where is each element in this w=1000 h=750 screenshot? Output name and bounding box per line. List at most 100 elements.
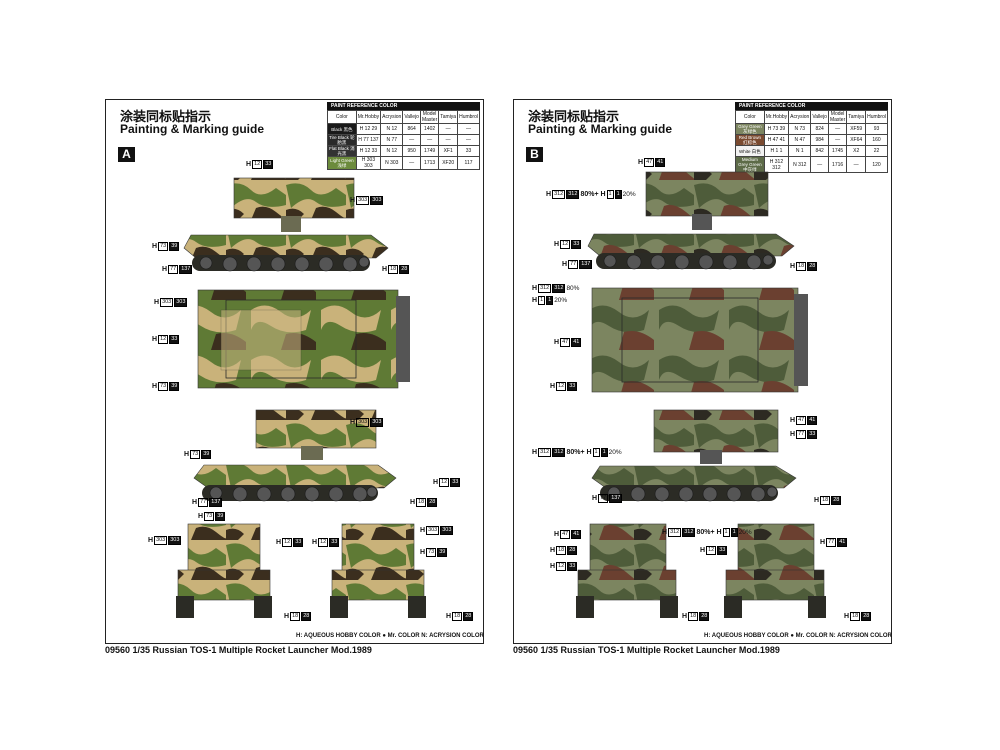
callout-part: 28 bbox=[463, 612, 474, 621]
sheet-footer-b: 09560 1/35 Russian TOS-1 Multiple Rocket… bbox=[513, 645, 780, 655]
callout-part: 41 bbox=[571, 530, 582, 539]
color-swatch-cell: Grey Green 灰绿色 bbox=[735, 123, 765, 135]
callout-part: H bbox=[420, 549, 426, 556]
callout-part: H bbox=[532, 449, 538, 456]
callout-part: 312 bbox=[552, 448, 566, 457]
acry-code: N 303 bbox=[380, 156, 404, 170]
color-name: Black 黑色 bbox=[331, 126, 353, 132]
callout-part: 12 bbox=[252, 160, 263, 169]
callout-part: 77 bbox=[598, 494, 609, 503]
scheme-badge: B bbox=[526, 147, 543, 162]
callout-part: 20% bbox=[608, 449, 622, 456]
mm-code: 1713 bbox=[419, 156, 440, 170]
callout-part: 28 bbox=[699, 612, 710, 621]
callout-part: 12 bbox=[556, 382, 567, 391]
callout-part: 80%+ H bbox=[696, 529, 722, 536]
callout-part: 312 bbox=[566, 190, 580, 199]
callout-part: 18 bbox=[556, 546, 567, 555]
callout-part: 1 bbox=[592, 448, 600, 457]
callout-part: 137 bbox=[209, 498, 223, 507]
callout-part: 77 bbox=[826, 538, 837, 547]
callout-part: 137 bbox=[179, 265, 193, 274]
callout-part: H bbox=[382, 266, 388, 273]
callout-part: 312 bbox=[668, 528, 682, 537]
paint-reference-table: Color Mr.Hobby Acrysion Vallejo Model Ma… bbox=[735, 110, 888, 173]
callout-part: 33 bbox=[263, 160, 274, 169]
mm-code: 1402 bbox=[419, 123, 440, 135]
callout-part: H bbox=[184, 451, 190, 458]
rear-view bbox=[724, 523, 826, 618]
mm-code: 1716 bbox=[827, 156, 848, 173]
callout-part: H bbox=[152, 243, 158, 250]
callout-part: 303 bbox=[440, 526, 454, 535]
callout-part: 33 bbox=[807, 430, 818, 439]
callout-part: 312 bbox=[538, 448, 552, 457]
callout-part: 77 bbox=[796, 430, 807, 439]
callout-part: H bbox=[550, 383, 556, 390]
paint-reference-table: Color Mr.Hobby Acrysion Vallejo Model Ma… bbox=[327, 110, 480, 170]
callout-part: 18 bbox=[452, 612, 463, 621]
callout-part: H bbox=[592, 495, 598, 502]
color-name: Flat Black 消光黑 bbox=[329, 146, 355, 156]
acry-code: N 77 bbox=[380, 134, 404, 146]
callout-part: 28 bbox=[807, 262, 818, 271]
callout-part: H bbox=[550, 563, 556, 570]
paint-reference-title: PAINT REFERENCE COLOR bbox=[327, 102, 480, 110]
callout-part: H bbox=[284, 613, 290, 620]
color-name: Grey Green 灰绿色 bbox=[738, 124, 762, 134]
mr-hobby-code: H 47 41 bbox=[763, 134, 790, 146]
paint-legend: H: AQUEOUS HOBBY COLOR ● Mr. COLOR N: AC… bbox=[704, 633, 892, 639]
tamiya-code: — bbox=[846, 156, 867, 173]
callout-part: 39 bbox=[437, 548, 448, 557]
callout-part: 20% bbox=[554, 297, 568, 304]
callout-part: 137 bbox=[579, 260, 593, 269]
callout-part: H bbox=[148, 537, 154, 544]
callout-part: 80%+ H bbox=[580, 191, 606, 198]
callout-part: H bbox=[192, 499, 198, 506]
callout-part: 73 bbox=[204, 512, 215, 521]
callout-part: 18 bbox=[850, 612, 861, 621]
callout-part: H bbox=[700, 547, 706, 554]
color-swatch-cell: Medium Grey Green 中灰绿 bbox=[735, 156, 765, 173]
callout-part: 18 bbox=[290, 612, 301, 621]
callout-part: 28 bbox=[427, 498, 438, 507]
callout-part: 312 bbox=[538, 284, 552, 293]
vehicle-views-b bbox=[576, 171, 826, 618]
callout-part: H bbox=[790, 431, 796, 438]
mr-hobby-code: H 12 29 bbox=[355, 123, 382, 135]
callout-part: 12 bbox=[560, 240, 571, 249]
vallejo-code: — bbox=[402, 156, 421, 170]
column-header: Acrysion bbox=[788, 110, 812, 124]
painting-guide-sheet-a: 涂装同标贴指示 Painting & Marking guide A PAINT… bbox=[105, 99, 484, 644]
callout-part: 80% bbox=[566, 285, 580, 292]
callout-part: 77 bbox=[568, 260, 579, 269]
callout-part: 20% bbox=[622, 191, 636, 198]
sheet-title-en: Painting & Marking guide bbox=[528, 122, 673, 136]
color-name: White 白色 bbox=[738, 148, 761, 154]
callout-part: 20% bbox=[738, 529, 752, 536]
paint-legend: H: AQUEOUS HOBBY COLOR ● Mr. COLOR N: AC… bbox=[296, 633, 484, 639]
tamiya-code: XF20 bbox=[438, 156, 459, 170]
callout-part: 47 bbox=[560, 338, 571, 347]
